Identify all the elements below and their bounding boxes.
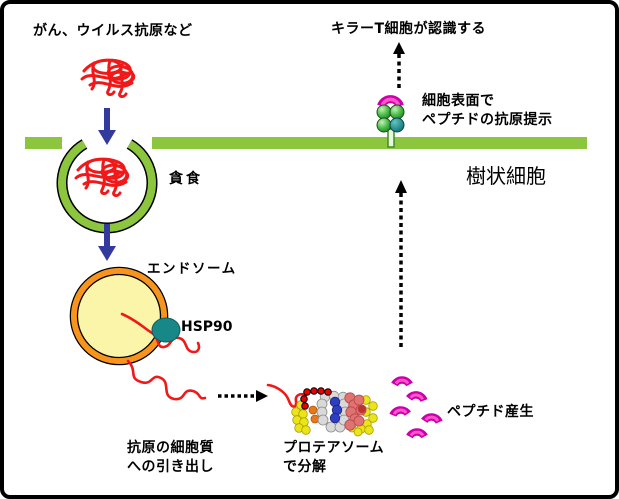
dashed-arrow-right [218, 390, 268, 402]
unfolded-antigen-line-cytosol [126, 359, 207, 401]
proteasome-label: プロテアソーム で分解 [283, 439, 384, 477]
cell-membrane-right [152, 137, 587, 149]
endosome-icon [69, 266, 169, 366]
proteasome-line2: で分解 [283, 459, 327, 475]
antigen-extraction-line2: への引き出し [127, 459, 214, 475]
mhc-complex-icon [376, 95, 405, 148]
phagocytic-cup-icon [56, 139, 158, 234]
dendritic-cell-label: 樹状細胞 [466, 164, 546, 188]
down-arrow-icon-1 [98, 108, 116, 145]
peptide-arc-icons [392, 380, 439, 437]
endosome-label: エンドソーム [147, 261, 237, 277]
antigen-extraction-label: 抗原の細胞質 への引き出し [127, 439, 214, 477]
cell-membrane-left [25, 137, 62, 149]
hsp90-label: HSP90 [181, 319, 233, 335]
dashed-arrow-up-top [393, 42, 405, 88]
down-arrow-icon-2 [98, 224, 116, 261]
antigen-extraction-line1: 抗原の細胞質 [127, 440, 214, 456]
antigen-source-label: がん、ウイルス抗原など [33, 23, 193, 39]
killer-t-label: キラーT細胞が認識する [331, 21, 487, 37]
peptide-production-label: ペプチド産生 [447, 404, 534, 420]
hsp90-icon [151, 317, 181, 343]
surface-presentation-line1: 細胞表面で [422, 93, 495, 109]
surface-presentation-label: 細胞表面で ペプチドの抗原提示 [422, 92, 553, 130]
surface-presentation-line2: ペプチドの抗原提示 [422, 112, 553, 128]
phagocytosis-label: 貪食 [169, 171, 203, 187]
proteasome-icon [266, 383, 378, 437]
dashed-arrow-up-middle [395, 180, 407, 347]
proteasome-line1: プロテアソーム [283, 440, 385, 456]
antigen-scribble-icon-top [80, 58, 136, 99]
